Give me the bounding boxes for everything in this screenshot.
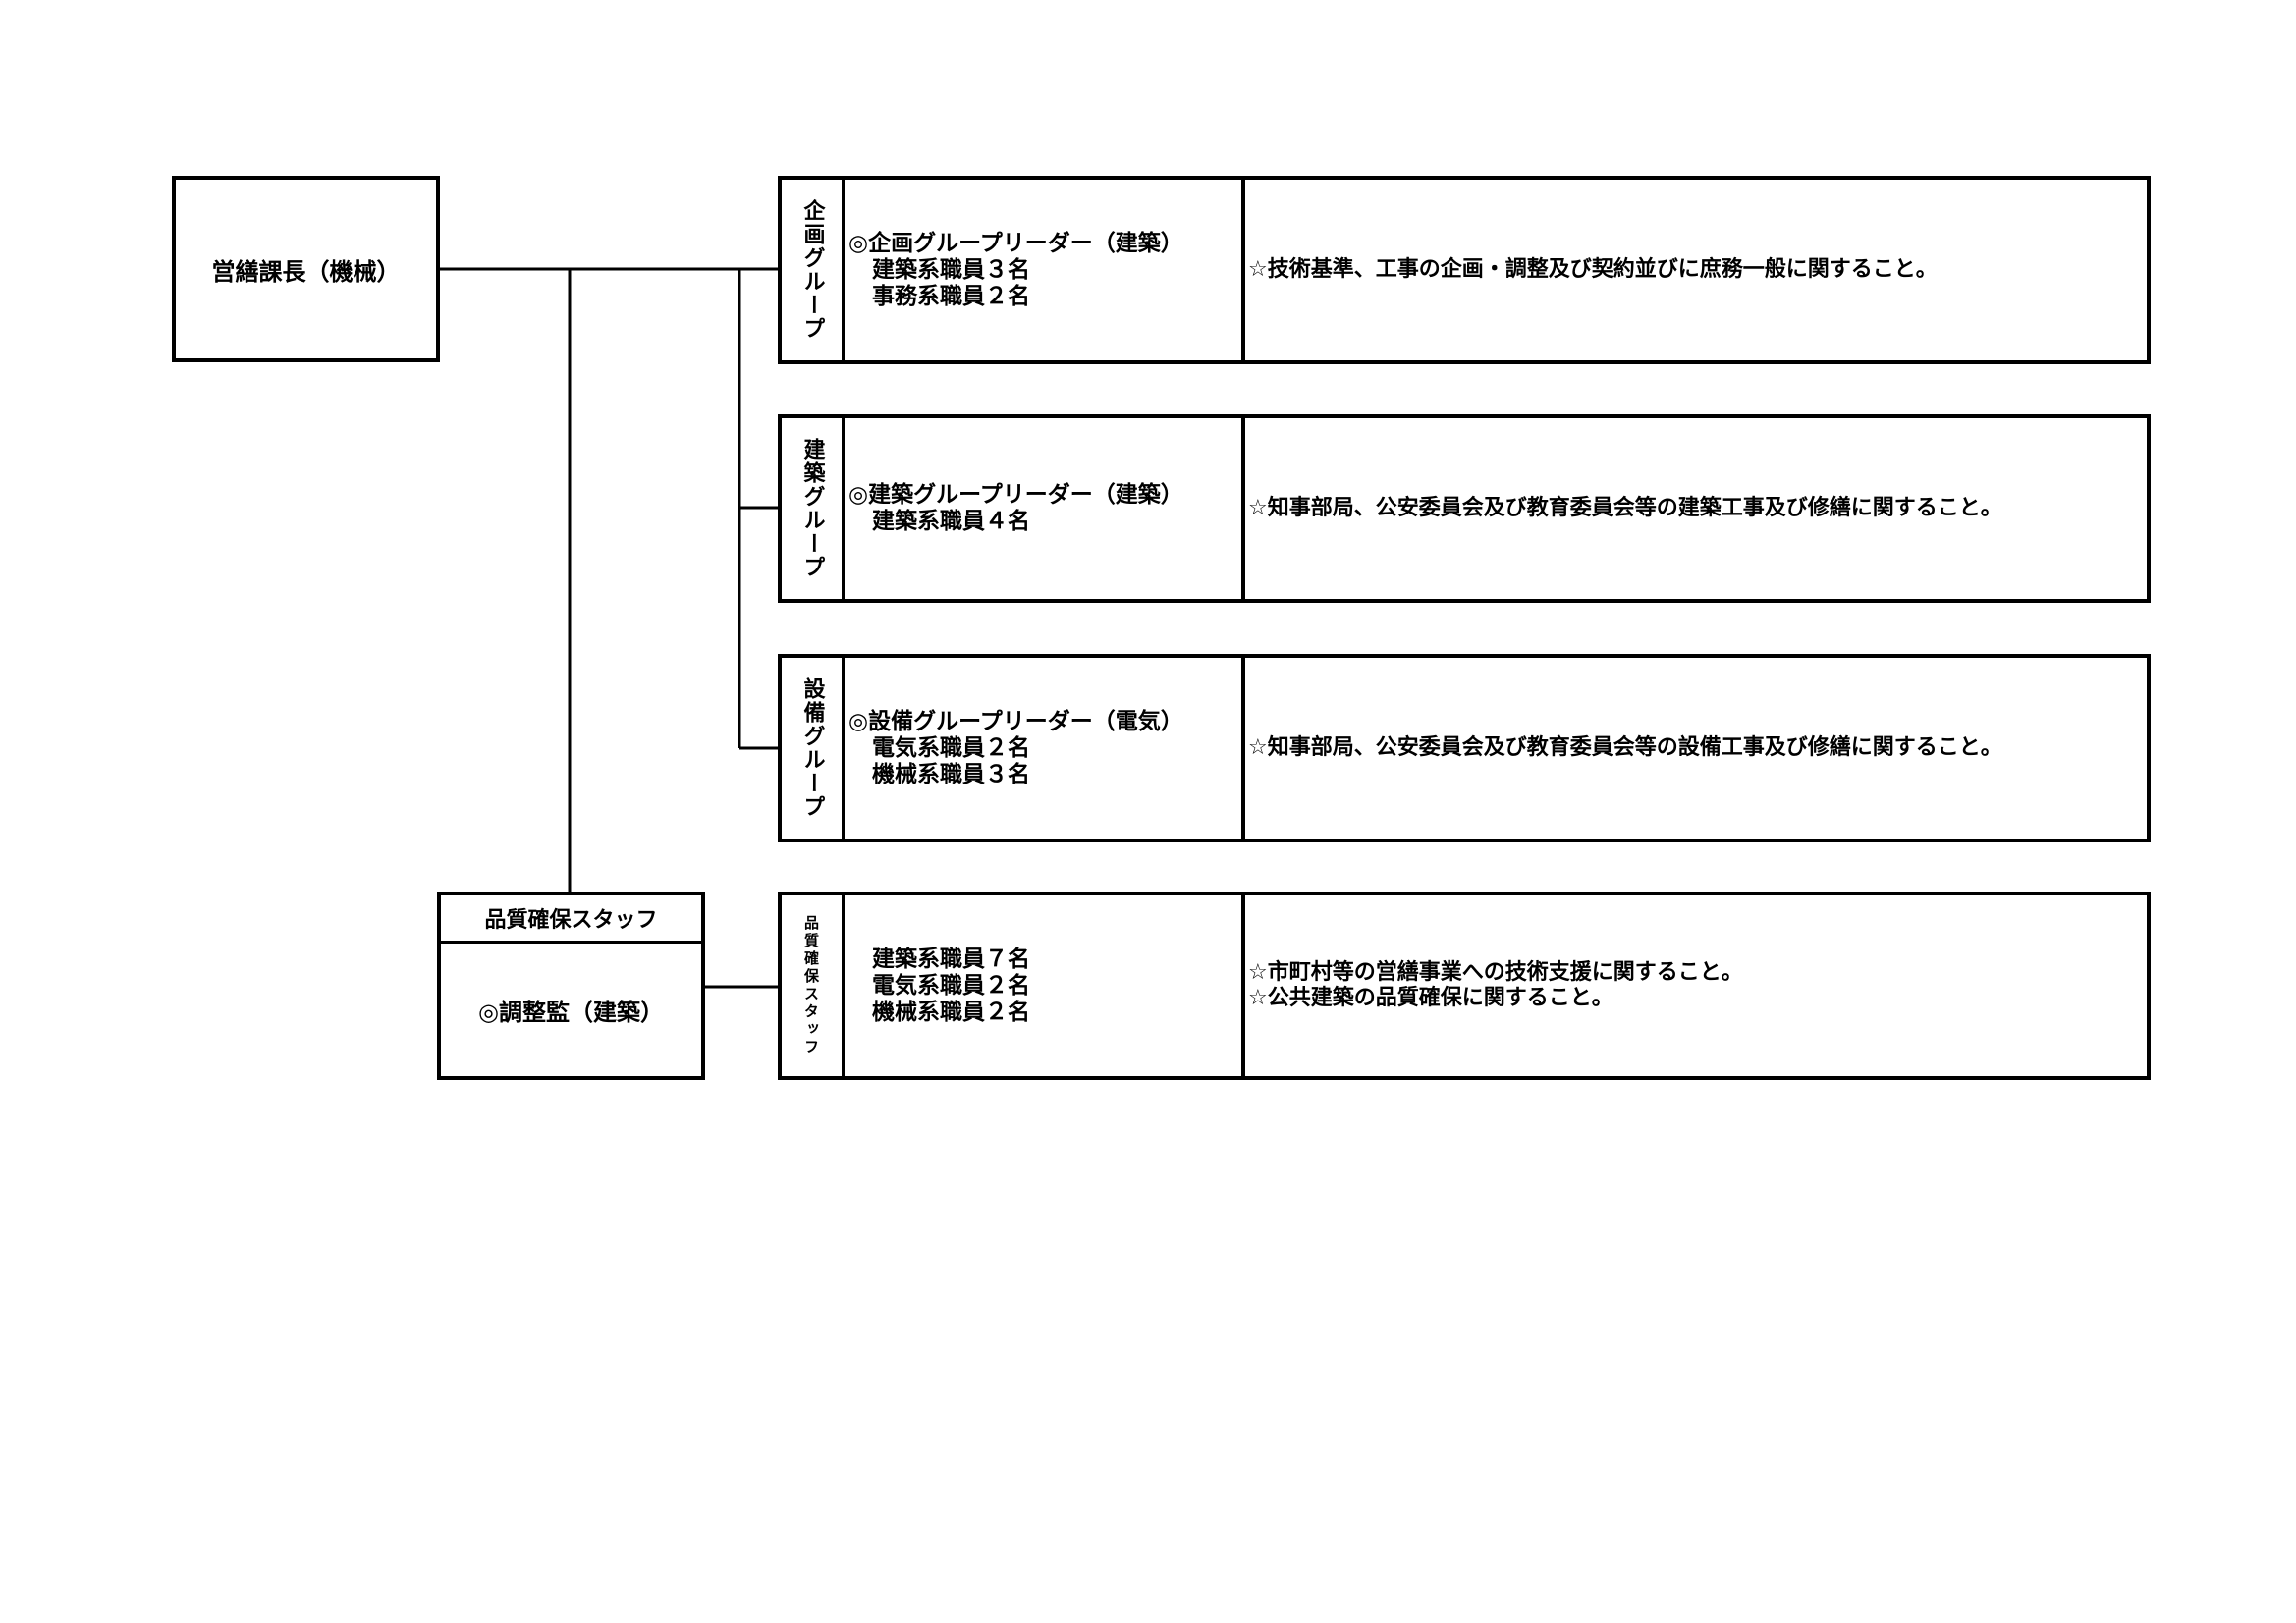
member-line: 建築系職員７名: [872, 946, 1030, 972]
member-line: 機械系職員２名: [872, 999, 1030, 1025]
member-line: 機械系職員３名: [872, 761, 1030, 787]
group-kenchiku: 建築グループ ◎建築グループリーダー（建築） 建築系職員４名 ☆知事部局、公安委…: [778, 414, 2151, 603]
group-leader: ◎建築グループリーダー（建築）: [848, 482, 1183, 508]
member-line: 建築系職員３名: [872, 256, 1030, 283]
group-kikaku: 企画グループ ◎企画グループリーダー（建築） 建築系職員３名 事務系職員２名 ☆…: [778, 176, 2151, 364]
group-setsubi: 設備グループ ◎設備グループリーダー（電気） 電気系職員２名 機械系職員３名 ☆…: [778, 654, 2151, 842]
group-leader: ◎設備グループリーダー（電気）: [848, 708, 1183, 734]
duty-line: ☆市町村等の営繕事業への技術支援に関すること。: [1248, 960, 1743, 985]
duty-line: ☆知事部局、公安委員会及び教育委員会等の建築工事及び修繕に関すること。: [1248, 496, 2002, 520]
group-duties: ☆技術基準、工事の企画・調整及び契約並びに庶務一般に関すること。: [1242, 180, 2147, 360]
group-label: 企画グループ: [782, 180, 845, 360]
duty-line: ☆公共建築の品質確保に関すること。: [1248, 986, 1613, 1010]
group-leader: ◎企画グループリーダー（建築）: [848, 230, 1183, 256]
quality-staff-box: 品質確保スタッフ ◎調整監（建築）: [437, 892, 705, 1080]
group-label: 設備グループ: [782, 658, 845, 839]
duty-line: ☆技術基準、工事の企画・調整及び契約並びに庶務一般に関すること。: [1248, 257, 1938, 282]
group-duties: ☆知事部局、公安委員会及び教育委員会等の建築工事及び修繕に関すること。: [1242, 418, 2147, 599]
member-line: 事務系職員２名: [872, 283, 1030, 309]
duty-line: ☆知事部局、公安委員会及び教育委員会等の設備工事及び修繕に関すること。: [1248, 735, 2002, 760]
group-label: 品質確保スタッフ: [782, 895, 845, 1076]
member-line: 電気系職員２名: [872, 972, 1030, 999]
group-duties: ☆市町村等の営繕事業への技術支援に関すること。 ☆公共建築の品質確保に関すること…: [1242, 895, 2147, 1076]
member-line: 電気系職員２名: [872, 734, 1030, 761]
group-members: ◎建築グループリーダー（建築） 建築系職員４名: [845, 418, 1245, 599]
chief-box: 営繕課長（機械）: [172, 176, 440, 362]
member-line: 建築系職員４名: [872, 509, 1030, 534]
group-hinshitsu: 品質確保スタッフ 建築系職員７名 電気系職員２名 機械系職員２名 ☆市町村等の営…: [778, 892, 2151, 1080]
coordinator-label: ◎調整監（建築）: [478, 999, 664, 1026]
chief-label: 営繕課長（機械）: [211, 257, 401, 286]
group-members: ◎企画グループリーダー（建築） 建築系職員３名 事務系職員２名: [845, 180, 1245, 360]
group-label: 建築グループ: [782, 418, 845, 599]
quality-staff-title: 品質確保スタッフ: [441, 895, 701, 944]
group-members: ◎設備グループリーダー（電気） 電気系職員２名 機械系職員３名: [845, 658, 1245, 839]
group-duties: ☆知事部局、公安委員会及び教育委員会等の設備工事及び修繕に関すること。: [1242, 658, 2147, 839]
group-members: 建築系職員７名 電気系職員２名 機械系職員２名: [845, 895, 1245, 1076]
